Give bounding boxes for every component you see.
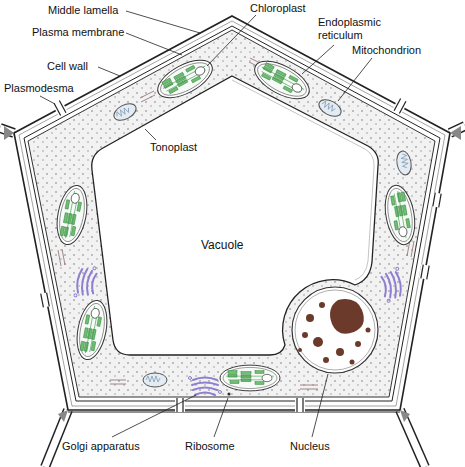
plasma-membrane-label: Plasma membrane: [32, 26, 124, 39]
middle-lamella-label: Middle lamella: [48, 4, 118, 17]
nucleus-label: Nucleus: [290, 440, 330, 453]
ribosome-label: Ribosome: [185, 440, 235, 453]
region-label: Vacuole: [201, 238, 243, 252]
golgi-label: Golgi apparatus: [62, 440, 140, 453]
vacuole-outline: [85, 70, 385, 360]
cell-wall-label: Cell wall: [47, 60, 88, 73]
mitochondrion-label: Mitochondrion: [352, 44, 421, 57]
chloroplast-label: Chloroplast: [250, 2, 306, 15]
vacuole-region: Vacuole: [85, 70, 385, 360]
plasmodesma-label: Plasmodesma: [4, 82, 74, 95]
tonoplast-label: Tonoplast: [150, 141, 197, 154]
er-label: Endoplasmic reticulum: [318, 16, 398, 42]
